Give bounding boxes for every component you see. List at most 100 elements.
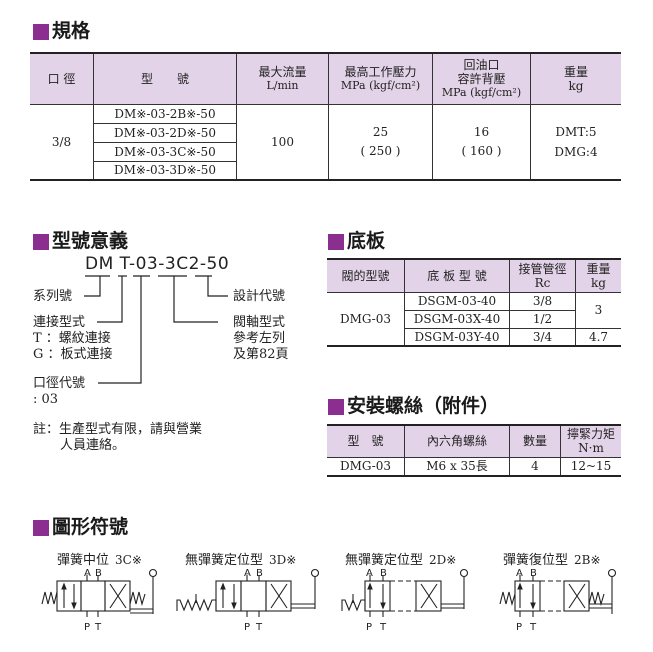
back-pressure-mpa: 16	[473, 125, 490, 140]
subplate-table: 閥的型號 底 板 型 號 接管管徑 Rc 重量 kg DMG-03 DSGM-0…	[327, 258, 621, 347]
section-title-text: 規格	[52, 20, 91, 42]
symbol-code: 2B※	[574, 553, 601, 567]
cell-flow: 100	[236, 104, 329, 181]
port-t: T	[529, 622, 537, 633]
header-back-pressure-unit: MPa (kgf/cm²)	[441, 85, 522, 99]
cell-model: DMG-03	[327, 457, 405, 477]
port-p: P	[244, 622, 250, 633]
section-title-model-meaning: 型號意義	[33, 232, 128, 251]
valve-symbol-3d-icon: A B P T	[176, 568, 320, 633]
section-title-text: 型號意義	[52, 230, 129, 252]
cell-plate: DSGM-03X-40	[404, 310, 510, 329]
symbol-title-3d: 無彈簧定位型 3D※	[185, 549, 296, 568]
weight-dmt: DMT:5	[555, 124, 597, 139]
header-weight-unit: kg	[568, 78, 584, 93]
port-p: P	[366, 622, 372, 633]
section-title-text: 圖形符號	[52, 516, 129, 538]
section-title-text: 底板	[347, 230, 386, 252]
cell-weight: 4.7	[575, 328, 621, 347]
label-bore-value: : 03	[33, 392, 59, 407]
header-qty: 數量	[509, 424, 561, 458]
note-line2: 人員連絡。	[60, 438, 126, 453]
header-plate: 底 板 型 號	[404, 258, 510, 293]
port-b: B	[380, 568, 387, 579]
cell-back-pressure: 16 ( 160 )	[432, 104, 531, 181]
header-torque-label: 擰緊力矩	[566, 427, 615, 442]
cell-model: DM※-03-2B※-50	[93, 104, 237, 124]
label-spool-ref1: 參考左列	[233, 331, 286, 346]
cell-pressure: 25 ( 250 )	[328, 104, 433, 181]
weight-dmg: DMG:4	[554, 144, 598, 159]
header-flow-unit: L/min	[266, 78, 299, 92]
symbol-label: 彈簧復位型	[503, 553, 569, 568]
header-pressure: 最高工作壓力 MPa (kgf/cm²)	[328, 52, 433, 105]
port-a: A	[84, 568, 91, 579]
symbol-code: 3D※	[269, 553, 297, 567]
header-bolt: 內六角螺絲	[404, 424, 510, 458]
label-series: 系列號	[33, 289, 73, 304]
header-back-pressure-label1: 回油口	[463, 57, 500, 72]
section-title-subplate: 底板	[328, 232, 385, 251]
cell-bore: 3/8	[30, 104, 94, 181]
header-weight: 重量 kg	[530, 52, 621, 105]
pressure-mpa: 25	[372, 125, 389, 140]
valve-symbol-2d-icon: A B P T	[341, 568, 469, 633]
section-title-text: 安裝螺絲（附件）	[347, 395, 500, 417]
section-marker-icon	[33, 23, 49, 40]
symbol-label: 無彈簧定位型	[345, 553, 424, 568]
symbol-code: 2D※	[429, 553, 457, 567]
section-marker-icon	[33, 233, 49, 250]
cell-torque: 12~15	[560, 457, 621, 477]
bolts-table: 型 號 內六角螺絲 數量 擰緊力矩 N·m DMG-03 M6 x 35長 4 …	[327, 424, 621, 477]
symbol-code: 3C※	[115, 553, 142, 567]
label-connection-g: G ：板式連接	[33, 347, 113, 362]
header-valve: 閥的型號	[327, 258, 405, 293]
port-a: A	[244, 568, 251, 579]
header-pressure-label: 最高工作壓力	[344, 64, 417, 79]
header-port-label: 接管管徑	[518, 261, 567, 276]
header-bore: 口 徑	[30, 52, 94, 105]
symbol-title-2b: 彈簧復位型 2B※	[503, 549, 601, 568]
label-spool-type: 閥軸型式	[233, 315, 286, 330]
header-weight-label: 重量	[563, 64, 588, 79]
port-a: A	[516, 568, 523, 579]
header-back-pressure-label2: 容許背壓	[457, 71, 506, 86]
cell-plate: DSGM-03-40	[404, 292, 510, 311]
cell-model: DM※-03-3C※-50	[93, 142, 237, 162]
cell-valve: DMG-03	[327, 292, 405, 347]
header-model: 型 號	[93, 52, 237, 105]
port-b: B	[95, 568, 102, 579]
symbol-label: 無彈簧定位型	[185, 553, 264, 568]
port-p: P	[84, 622, 90, 633]
port-b: B	[256, 568, 263, 579]
section-marker-icon	[328, 233, 344, 250]
label-connection-t: T ：螺紋連接	[33, 331, 111, 346]
back-pressure-kgf: ( 160 )	[461, 144, 502, 159]
label-spool-ref2: 及第82頁	[233, 347, 289, 362]
header-pressure-unit: MPa (kgf/cm²)	[340, 78, 421, 92]
header-port-unit: Rc	[534, 275, 551, 290]
label-connection: 連接型式	[33, 315, 86, 330]
section-title-symbols: 圖形符號	[33, 518, 128, 537]
header-flow-label: 最大流量	[258, 64, 307, 79]
cell-bolt: M6 x 35長	[404, 457, 510, 477]
symbol-title-2d: 無彈簧定位型 2D※	[345, 549, 456, 568]
header-torque-unit: N·m	[578, 441, 604, 456]
header-weight-unit: kg	[591, 275, 606, 290]
note-line1: 註：生產型式有限，請與營業	[33, 422, 203, 437]
valve-symbol-2b-icon: A B P T	[499, 568, 617, 633]
header-model: 型 號	[327, 424, 405, 458]
cell-plate: DSGM-03Y-40	[404, 328, 510, 347]
port-a: A	[366, 568, 373, 579]
section-title-bolts: 安裝螺絲（附件）	[328, 397, 499, 416]
model-code-connectors	[84, 275, 228, 384]
header-port: 接管管徑 Rc	[509, 258, 576, 293]
model-code-example: DM T-03-3C2-50	[85, 254, 230, 274]
header-back-pressure: 回油口 容許背壓 MPa (kgf/cm²)	[432, 52, 531, 105]
label-design-code: 設計代號	[233, 289, 286, 304]
section-marker-icon	[33, 519, 49, 536]
header-weight: 重量 kg	[575, 258, 621, 293]
cell-port: 3/8	[509, 292, 576, 311]
port-b: B	[530, 568, 537, 579]
